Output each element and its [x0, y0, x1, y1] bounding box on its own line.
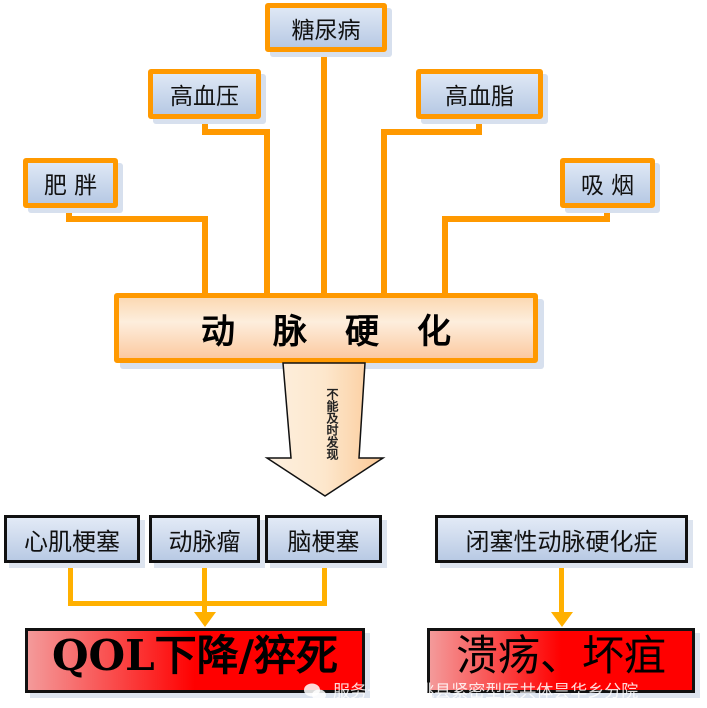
connector-diabetes	[321, 48, 327, 296]
outcome-label: 溃疡、坏疽	[455, 631, 666, 680]
connector-hypertension	[202, 129, 270, 135]
wechat-icon	[304, 683, 326, 701]
outcome-label: QOL下降/猝死	[51, 631, 339, 680]
connector-bottom-bar	[68, 601, 327, 606]
connector-mi	[68, 563, 73, 606]
central-label: 动脉硬化	[201, 311, 489, 352]
disease-label: 脑梗塞	[287, 527, 360, 556]
risk-factor-smoking: 吸 烟	[560, 158, 655, 208]
connector-obesity	[66, 204, 72, 222]
disease-cerebral-infarction: 脑梗塞	[265, 515, 382, 563]
connector-obesity	[202, 216, 208, 296]
risk-factor-label: 糖尿病	[291, 17, 361, 44]
connector-hyperlipidemia	[476, 115, 482, 133]
watermark: 服务号 · 大姚县紧密型医共体昙华乡分院	[303, 682, 638, 702]
risk-factor-label: 肥 胖	[43, 173, 98, 199]
connector-hypertension	[264, 129, 270, 296]
disease-myocardial-infarction: 心肌梗塞	[4, 515, 140, 563]
arrowhead-icon	[194, 612, 216, 627]
connector-smoking	[442, 216, 448, 296]
risk-factor-obesity: 肥 胖	[23, 158, 118, 208]
connector-smoking	[604, 204, 610, 222]
central-node-atherosclerosis: 动脉硬化	[114, 293, 538, 363]
disease-aso: 闭塞性动脉硬化症	[435, 515, 688, 563]
risk-factor-hypertension: 高血压	[148, 69, 261, 119]
down-arrow-icon	[264, 362, 386, 497]
disease-label: 动脉瘤	[168, 527, 241, 556]
connector-aneurysm	[202, 563, 207, 615]
connector-hyperlipidemia	[381, 129, 387, 296]
risk-factor-diabetes: 糖尿病	[265, 3, 387, 52]
connector-smoking	[442, 216, 610, 222]
watermark-text: 服务号 · 大姚县紧密型医共体昙华乡分院	[333, 682, 639, 702]
connector-stroke	[322, 563, 327, 606]
disease-aneurysm: 动脉瘤	[149, 515, 260, 563]
outcome-ulcer-gangrene: 溃疡、坏疽	[427, 628, 695, 693]
risk-factor-label: 高血压	[170, 84, 239, 110]
outcome-qol-death: QOL下降/猝死	[25, 628, 365, 693]
connector-hyperlipidemia	[381, 129, 482, 135]
risk-factor-label: 高血脂	[445, 84, 514, 110]
risk-factor-label: 吸 烟	[580, 173, 635, 199]
risk-factor-hyperlipidemia: 高血脂	[416, 69, 543, 119]
connector-obesity	[66, 216, 208, 222]
connector-hypertension	[202, 115, 208, 133]
arrowhead-icon	[551, 612, 573, 627]
connector-aso	[559, 563, 564, 615]
disease-label: 闭塞性动脉硬化症	[465, 527, 658, 556]
arrow-label: 不能及时发现	[325, 388, 339, 460]
disease-label: 心肌梗塞	[24, 527, 120, 556]
